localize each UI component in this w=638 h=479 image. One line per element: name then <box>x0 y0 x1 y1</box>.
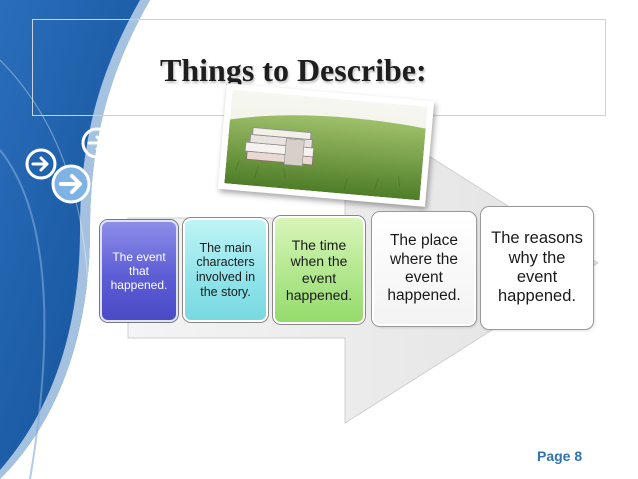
step-place: The place where the event happened. <box>372 212 476 326</box>
page-number: Page 8 <box>537 448 583 464</box>
step-event: The event that happened. <box>100 220 178 322</box>
arrow-right-icon <box>81 127 113 159</box>
step-reasons: The reasons why the event happened. <box>481 207 593 329</box>
books-on-grass-photo <box>217 83 435 207</box>
step-characters: The main characters involved in the stor… <box>183 218 268 322</box>
step-time: The time when the event happened. <box>273 216 365 324</box>
arrow-right-icon <box>51 164 91 204</box>
arrow-right-icon <box>25 148 57 180</box>
slide-title: Things to Describe: <box>160 52 427 88</box>
